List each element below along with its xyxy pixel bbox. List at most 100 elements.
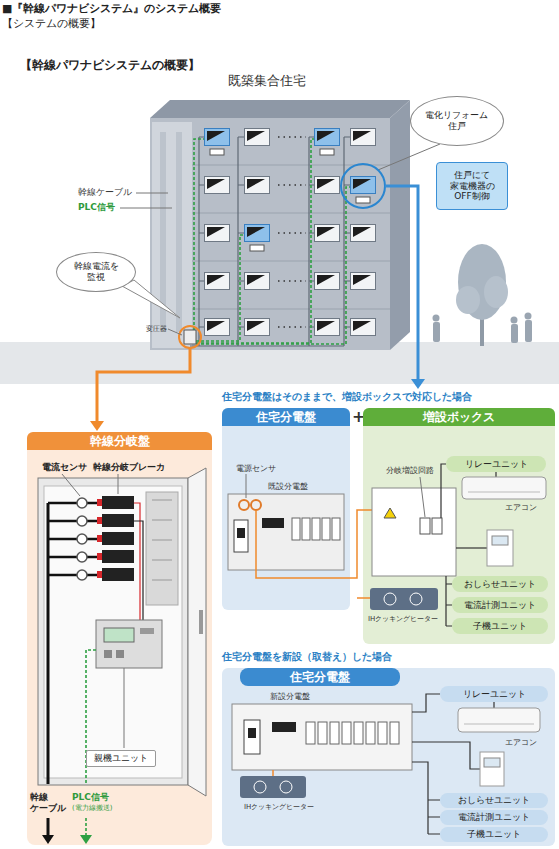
case1-panels [222, 408, 555, 644]
text-label: 分岐増設回路 [386, 466, 434, 476]
case2-panel [272, 722, 296, 732]
dwelling-windows [205, 225, 230, 242]
text-label: 住宅分電盤を新設（取替え）した場合 [222, 651, 392, 662]
text-label: 【システムの概要】 [2, 17, 101, 30]
dwelling-windows [315, 273, 340, 290]
dwelling-windows [245, 225, 270, 242]
panel-header: 住宅分電盤 [240, 668, 400, 686]
text-label: IHクッキングヒーター [244, 803, 314, 811]
plc-signal-lines [194, 139, 350, 344]
building [192, 309, 390, 310]
dwelling-windows [351, 225, 376, 242]
case1-panels [363, 408, 555, 644]
text-label: 電流センサ [42, 462, 87, 473]
trunk-cables [344, 137, 350, 327]
unit-label: 親機ユニット [86, 750, 156, 767]
trunk-cables [190, 137, 350, 346]
leader-lines [168, 329, 182, 335]
case2-panel [248, 728, 256, 738]
extension-box [410, 593, 422, 605]
text-label: PLC信号 [72, 792, 109, 803]
case2-panel [354, 722, 363, 744]
node-text: おしらせユニット [458, 795, 530, 806]
panel: 住宅分電盤リレーユニットおしらせユニット電流計測ユニット子機ユニット [222, 668, 555, 846]
trunk-panel [38, 478, 188, 785]
trunk-panel [152, 560, 172, 561]
dwelling-windows [315, 319, 340, 336]
building [390, 100, 410, 350]
unit-box: 子機ユニット [440, 827, 548, 842]
trunk-panel [104, 650, 112, 658]
trunk-panel [62, 474, 80, 496]
extension-box [495, 472, 496, 477]
extension-box [372, 488, 456, 576]
dwelling-windows [351, 177, 376, 194]
orange-arrow [90, 348, 190, 431]
trunk-panel [152, 520, 172, 521]
case2-panel [464, 724, 534, 725]
node-text: 電流計測ユニット [464, 600, 536, 611]
trunk-panel [48, 556, 102, 559]
case2-panel [378, 722, 387, 744]
text-label: 住宅分電盤はそのままで、増設ボックスで対応した場合 [222, 391, 472, 402]
text-label: 幹線ケーブル [78, 187, 132, 198]
highlight-circle [341, 164, 385, 208]
text-label: 変圧器 [146, 325, 167, 333]
tree [456, 286, 480, 314]
case2-panel [254, 781, 266, 793]
building [176, 132, 182, 332]
people [511, 317, 518, 324]
node-text: 幹線電流を 監視 [72, 261, 121, 283]
tree [456, 244, 508, 346]
distribution-board [184, 330, 196, 344]
dwelling-windows [315, 225, 340, 242]
people [433, 315, 440, 322]
plc-signal-lines [196, 235, 244, 341]
people [433, 322, 440, 342]
trunk-panel [96, 620, 162, 668]
building [192, 213, 390, 214]
case2-panel [222, 668, 555, 846]
dwelling-windows [250, 245, 264, 251]
case2-panel [458, 708, 540, 732]
existing-board [357, 597, 370, 599]
ellipsis-dots [278, 232, 306, 234]
case2-panel [318, 722, 327, 744]
blue-arrow [385, 186, 425, 389]
dwelling-windows [205, 129, 376, 336]
trunk-panel [102, 496, 134, 509]
people [511, 324, 518, 343]
callout-bubble: 電化リフォーム 住戸 [410, 96, 504, 146]
unit-box: 子機ユニット [452, 618, 548, 634]
trunk-panel [47, 818, 50, 836]
dwelling-windows [315, 177, 340, 194]
trunk-panel [44, 486, 182, 778]
existing-board [322, 518, 330, 540]
extension-box [487, 530, 513, 566]
trunk-panel [152, 540, 172, 541]
case2-panel [342, 722, 351, 744]
callout-box: 住戸にて 家電機器の OFF制御 [436, 162, 508, 210]
existing-board [292, 518, 300, 540]
trunk-panel [77, 516, 87, 526]
dwelling-windows [351, 273, 376, 290]
existing-board [234, 520, 248, 552]
panel: 増設ボックスリレーユニットおしらせユニット電流計測ユニット子機ユニット [363, 408, 555, 644]
leader-lines [378, 144, 440, 170]
dwelling-windows [205, 319, 230, 336]
blue-arrow [411, 379, 425, 389]
trunk-panel [118, 474, 119, 494]
dwelling-windows [351, 319, 376, 336]
people [525, 320, 532, 342]
trunk-panel [102, 532, 134, 545]
case2-panel [366, 722, 375, 744]
case2-panel [412, 762, 440, 834]
node-text: リレーユニット [465, 459, 528, 470]
trunk-panel [104, 628, 134, 642]
trunk-cables [238, 137, 244, 327]
existing-board [228, 474, 372, 598]
trunk-panel [146, 492, 178, 605]
trunk-panel [48, 574, 102, 577]
distribution-board [179, 326, 201, 348]
case2-panel [330, 722, 339, 744]
